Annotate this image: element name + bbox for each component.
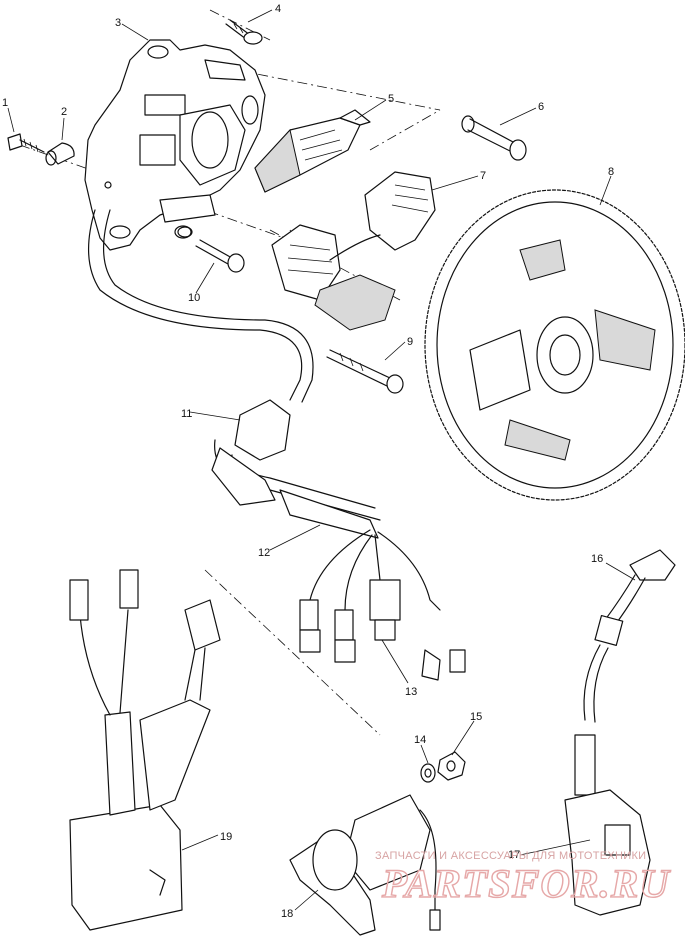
clip-2 [45,142,75,166]
nut-15 [437,751,466,781]
callout-3: 3 [115,17,121,29]
washer-14 [420,763,436,783]
wire-harness [88,209,381,539]
callout-4: 4 [275,3,281,15]
screw-9 [326,349,404,394]
callout-7: 7 [480,170,486,182]
callout-labels: 1 2 3 4 5 6 7 8 9 10 11 12 13 14 15 16 1… [2,3,614,920]
flywheel [424,189,685,501]
callout-14: 14 [414,734,426,746]
callout-2: 2 [61,106,67,118]
ignition-coil-17 [564,734,651,916]
coil-5 [254,109,371,193]
watermark: ЗАПЧАСТИ И АКСЕССУАРЫ ДЛЯ МОТОТЕХНИКИ PA… [375,850,671,907]
screw-1 [7,133,45,153]
callout-19: 19 [220,831,232,843]
callout-16: 16 [591,553,603,565]
callout-5: 5 [388,93,394,105]
coil-7 [271,171,436,331]
callout-15: 15 [470,711,482,723]
callout-18: 18 [281,908,293,920]
leader-lines [7,9,636,911]
callout-17: 17 [508,849,520,861]
callout-8: 8 [608,166,614,178]
callout-6: 6 [538,101,544,113]
cdi-box-19 [69,569,221,931]
stator-plate [84,39,266,251]
solenoid-18 [289,794,441,936]
callout-10: 10 [188,292,200,304]
screw-10 [177,226,245,273]
watermark-tagline: ЗАПЧАСТИ И АКСЕССУАРЫ ДЛЯ МОТОТЕХНИКИ [375,850,646,862]
callout-11: 11 [181,408,192,420]
callout-9: 9 [407,336,413,348]
watermark-logo: PARTSFOR.RU [381,861,671,906]
callout-13: 13 [405,686,417,698]
screw-6 [461,115,527,161]
callout-1: 1 [2,97,8,109]
connector-cluster-13 [299,529,466,681]
callout-12: 12 [258,547,270,559]
spark-plug-cap-16 [583,549,676,723]
screw-4 [225,19,263,45]
